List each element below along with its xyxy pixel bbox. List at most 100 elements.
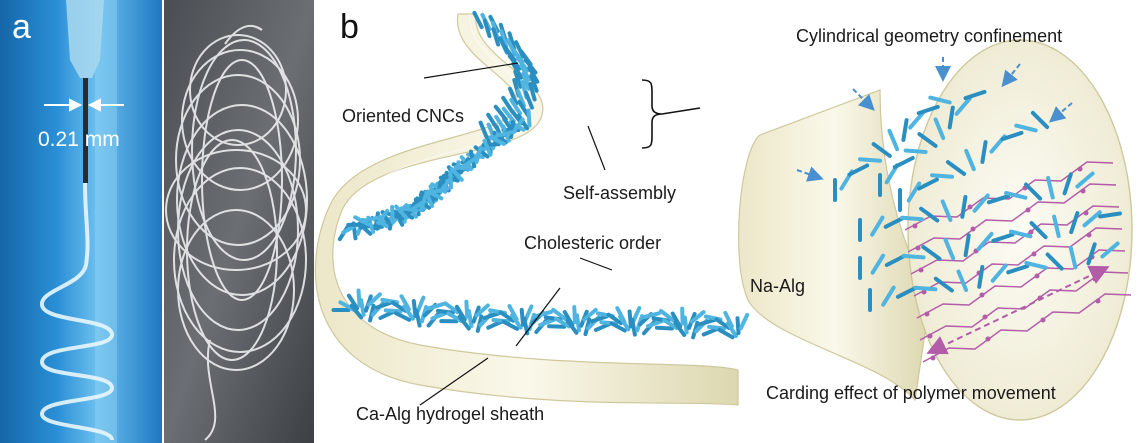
cnc-rod [642, 311, 661, 319]
cnc-rod [954, 96, 972, 116]
cnc-rod [654, 325, 674, 331]
confinement-arrows [796, 57, 1073, 182]
polymer-bead [1086, 232, 1092, 238]
panel-b: b Oriented CNCs Self-assembly Cholesteri… [314, 8, 1133, 424]
cnc-rod [593, 321, 612, 332]
cnc-rod [474, 303, 490, 318]
needle-measure-label: 0.21 mm [38, 128, 120, 151]
cnc-rod [393, 311, 412, 322]
cnc-rod [659, 309, 675, 323]
cnc-rod [565, 318, 579, 335]
cnc-rod [933, 117, 946, 140]
cnc-rod [453, 165, 473, 171]
cnc-rod [1069, 211, 1080, 235]
polymer-bead [1092, 276, 1098, 282]
cnc-rod [510, 313, 523, 330]
cnc-rod [883, 215, 906, 229]
carding-arrow [926, 265, 1110, 355]
cnc-rod [498, 310, 516, 323]
cnc-rod [519, 307, 526, 327]
cnc-rod [682, 315, 689, 335]
cnc-rod [524, 90, 534, 110]
cnc-rod [917, 132, 938, 148]
cnc-rod [464, 299, 470, 319]
polymer-bead [982, 314, 988, 320]
cnc-rod [430, 310, 449, 321]
cnc-rod [963, 89, 987, 101]
cnc-rod [1052, 214, 1061, 239]
cnc-rod [529, 73, 539, 93]
cnc-rod [1046, 176, 1055, 200]
cnc-rod [436, 308, 455, 315]
cnc-rod [517, 99, 530, 118]
label-self-assembly: Self-assembly [563, 183, 676, 203]
cnc-rod [572, 305, 577, 325]
cnc-rod [538, 317, 557, 327]
cnc-rods-helix [833, 89, 1122, 312]
cnc-rod [399, 206, 419, 213]
cnc-rod [519, 63, 532, 82]
polymer-bead [1028, 229, 1034, 235]
cnc-rod [501, 319, 520, 331]
cnc-rod [515, 56, 530, 73]
polymer-bead [967, 204, 973, 210]
cnc-rod [945, 160, 967, 176]
cnc-rod [943, 237, 956, 261]
polymer-bead [1031, 251, 1037, 257]
cnc-rod [482, 139, 493, 157]
cnc-rod [356, 288, 362, 308]
cnc-rod [707, 324, 727, 331]
polymer-bead [985, 336, 991, 342]
polymer-bead [979, 292, 985, 298]
cnc-rod [507, 31, 517, 51]
cnc-rod [726, 321, 738, 338]
cnc-rod [402, 304, 415, 321]
cnc-rod [511, 61, 524, 80]
polymer-bead [1025, 207, 1031, 213]
cnc-rod [551, 307, 568, 321]
cnc-rod [486, 319, 504, 330]
cnc-rod [446, 311, 464, 323]
cnc-rod [609, 321, 627, 333]
cnc-rod [488, 135, 506, 146]
polymer-bead [924, 311, 930, 317]
measure-arrows [44, 98, 124, 112]
polymer-bead [930, 355, 936, 361]
polymer-bead [927, 333, 933, 339]
cnc-rod [590, 314, 609, 324]
cnc-rod [976, 231, 994, 252]
cnc-rod [513, 69, 523, 89]
cnc-rod [501, 95, 514, 114]
cnc-rod [547, 324, 567, 329]
cnc-rod [516, 88, 526, 108]
cnc-rod [1009, 229, 1033, 239]
cnc-rod [1004, 191, 1028, 200]
cnc-rod [928, 95, 952, 105]
cnc-rod [509, 120, 516, 139]
cnc-rod [698, 317, 717, 327]
syringe-needle-icon [66, 0, 104, 183]
extruded-fiber [39, 182, 115, 441]
panel-a: 0.21 mm a [0, 0, 314, 443]
cnc-rod [582, 307, 598, 322]
cnc-rod [1014, 123, 1038, 133]
cnc-rod [701, 326, 720, 337]
cnc-rod [554, 316, 572, 329]
cnc-rod [606, 312, 623, 326]
cnc-rod [908, 110, 926, 130]
polymer-bead [1077, 166, 1083, 172]
label-carding-effect: Carding effect of polymer movement [766, 383, 1056, 403]
cnc-rod [1086, 242, 1097, 266]
cnc-rod [501, 106, 516, 124]
cnc-rod [919, 206, 940, 223]
cnc-rod [390, 300, 408, 313]
polymer-bead [912, 223, 918, 229]
cnc-rod [346, 293, 360, 311]
polymer-bead [915, 245, 921, 251]
cnc-rod [972, 193, 990, 213]
cnc-rod [415, 295, 426, 314]
cnc-rod [366, 292, 382, 307]
cnc-rod [717, 328, 735, 340]
cnc-rod [1098, 211, 1122, 219]
